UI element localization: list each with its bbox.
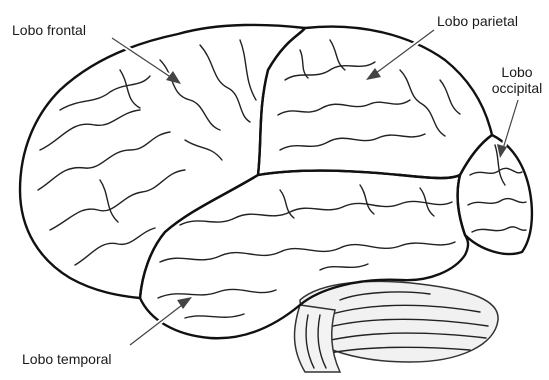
label-occipital-lobe: Lobo occipital — [488, 64, 546, 96]
label-temporal-lobe: Lobo temporal — [22, 351, 112, 367]
pointer-occipital — [497, 100, 518, 158]
occipital-lobe — [458, 135, 532, 254]
pointer-frontal — [112, 38, 181, 84]
label-parietal-lobe: Lobo parietal — [437, 13, 518, 29]
parietal-lobe — [258, 27, 492, 178]
label-occipital-line1: Lobo — [488, 64, 546, 80]
frontal-lobe — [20, 25, 305, 298]
label-frontal-lobe: Lobo frontal — [12, 22, 86, 38]
label-occipital-line2: occipital — [488, 80, 546, 96]
pointer-temporal — [130, 297, 192, 345]
